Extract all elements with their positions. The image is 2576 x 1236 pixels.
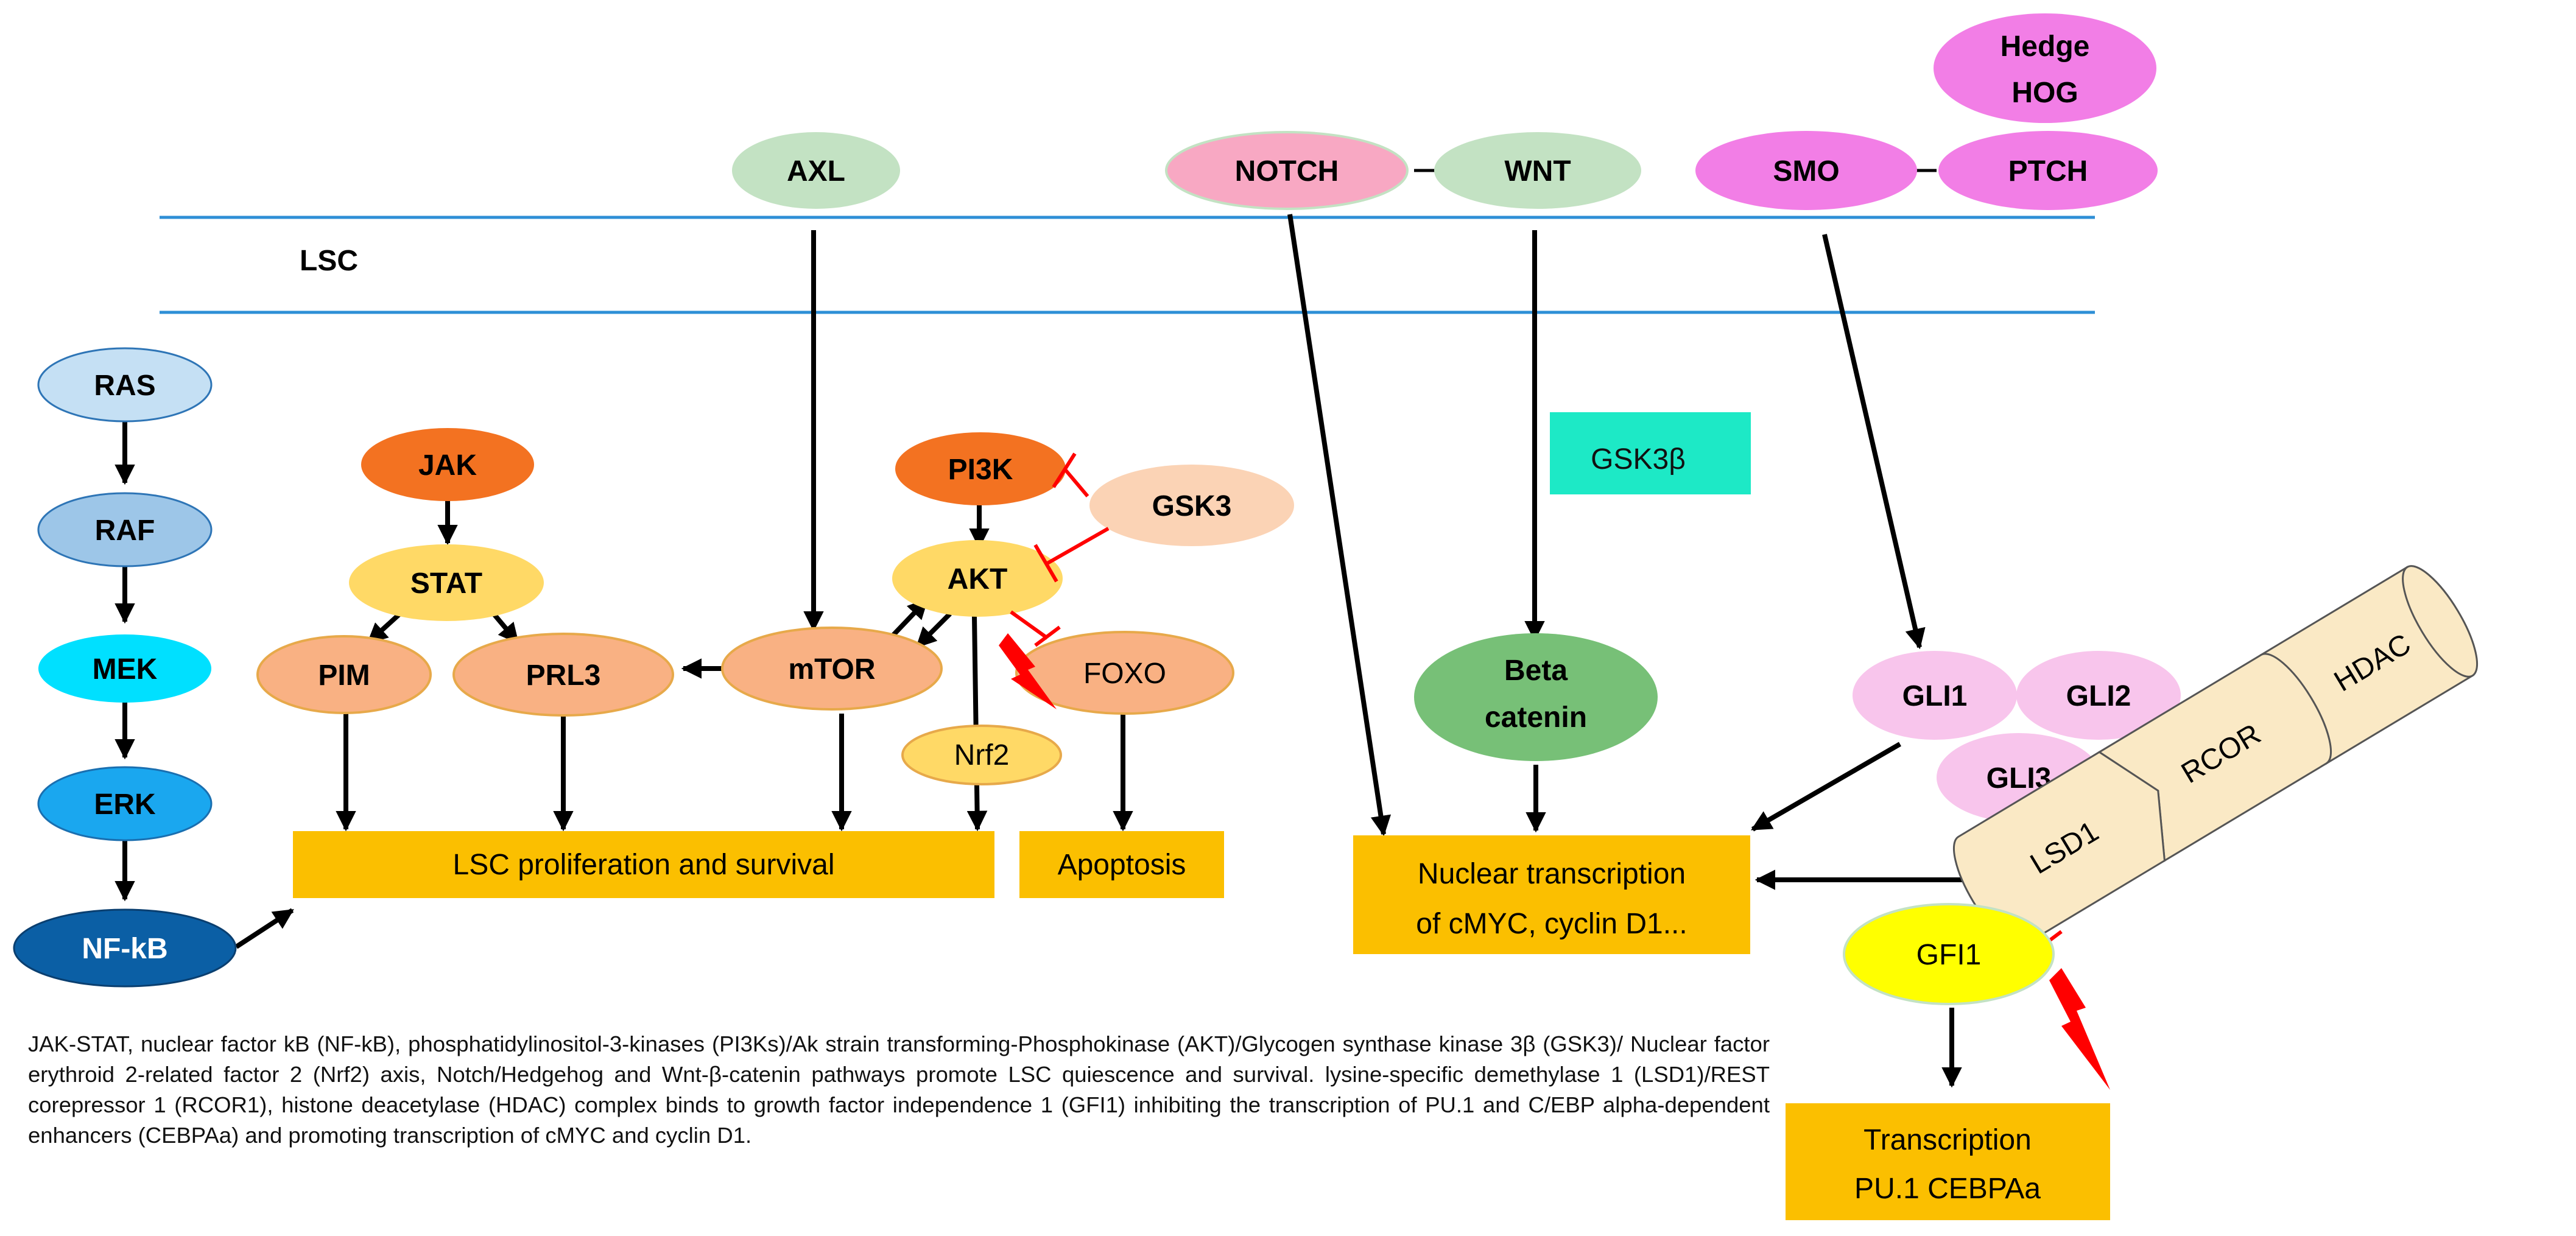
svg-text:RAF: RAF: [95, 514, 155, 547]
arrow-akt-lsc-box: [966, 616, 988, 832]
svg-text:mTOR: mTOR: [788, 653, 875, 686]
inhibit-gsk3-akt: [1046, 527, 1110, 565]
lightning-bolt-icon: [2049, 968, 2110, 1090]
svg-text:STAT: STAT: [410, 567, 482, 600]
svg-text:Apoptosis: Apoptosis: [1058, 849, 1186, 881]
gfi1-node: GFI1: [1843, 903, 2055, 1005]
mek-node: MEK: [38, 634, 211, 703]
lsc-proliferation-box: LSC proliferation and survival: [293, 831, 994, 898]
inhibit-pi3k-gsk3-bar: [1052, 452, 1077, 488]
hedgehog-node: Hedge HOG: [1934, 13, 2156, 123]
svg-text:FOXO: FOXO: [1083, 658, 1166, 690]
lsc-region-label: LSC: [300, 245, 358, 277]
arrow-akt-mtor: [915, 612, 952, 648]
raf-node: RAF: [37, 492, 213, 567]
figure-caption: JAK-STAT, nuclear factor kB (NF-kB), pho…: [28, 1031, 1770, 1148]
gsk3-node: GSK3: [1089, 465, 1294, 546]
nfkb-node: NF-kB: [13, 908, 237, 988]
svg-text:RAS: RAS: [94, 370, 155, 402]
jak-node: JAK: [361, 428, 534, 501]
svg-text:Nuclear transcription: Nuclear transcription: [1418, 858, 1686, 890]
cell-membrane: [160, 216, 2095, 314]
svg-text:SMO: SMO: [1773, 155, 1839, 188]
svg-text:AKT: AKT: [948, 563, 1008, 595]
nrf2-node: Nrf2: [901, 725, 1062, 785]
stat-node: STAT: [349, 544, 544, 621]
svg-text:GLI2: GLI2: [2066, 680, 2131, 712]
svg-text:PTCH: PTCH: [2008, 155, 2088, 188]
arrow-gli-nuclear: [1751, 742, 1902, 832]
svg-text:Nrf2: Nrf2: [954, 739, 1010, 771]
axl-node: AXL: [732, 132, 900, 209]
nuclear-transcription-box: Nuclear transcription of cMYC, cyclin D1…: [1353, 835, 1750, 954]
arrow-smo-gli1: [1822, 234, 1926, 650]
arrow-nfkb-lsc-box: [234, 908, 294, 949]
foxo-node: FOXO: [1015, 631, 1234, 715]
svg-text:MEK: MEK: [93, 653, 158, 686]
svg-text:of cMYC, cyclin D1...: of cMYC, cyclin D1...: [1416, 908, 1687, 940]
svg-text:PRL3: PRL3: [526, 659, 601, 692]
svg-text:NOTCH: NOTCH: [1235, 155, 1339, 188]
svg-text:GLI1: GLI1: [1902, 680, 1968, 712]
svg-text:GFI1: GFI1: [1916, 939, 1982, 971]
inhibit-akt-foxo: [1010, 610, 1049, 640]
svg-text:PIM: PIM: [318, 659, 370, 692]
mtor-node: mTOR: [721, 627, 943, 711]
svg-text:Hedge: Hedge: [2001, 30, 2090, 63]
inhibit-pi3k-gsk3: [1063, 468, 1089, 497]
svg-text:ERK: ERK: [94, 788, 156, 821]
svg-text:AXL: AXL: [787, 155, 845, 188]
svg-text:Beta: Beta: [1504, 655, 1568, 687]
erk-node: ERK: [37, 766, 213, 841]
smo-node: SMO: [1695, 131, 1917, 210]
svg-text:catenin: catenin: [1485, 701, 1587, 734]
svg-text:Transcription: Transcription: [1863, 1124, 2032, 1156]
lightning-bolt-icon: [999, 633, 1057, 709]
svg-text:PI3K: PI3K: [948, 454, 1013, 486]
svg-text:PU.1 CEBPAa: PU.1 CEBPAa: [1854, 1173, 2041, 1205]
inhibit-akt-foxo-bar: [1034, 625, 1061, 647]
svg-text:GSK3β: GSK3β: [1591, 443, 1686, 476]
svg-text:WNT: WNT: [1504, 155, 1571, 188]
rcor-segment: RCOR: [2097, 653, 2332, 863]
arrow-notch-nuclear: [1287, 214, 1392, 837]
gli1-node: GLI1: [1853, 651, 2017, 740]
svg-text:NF-kB: NF-kB: [82, 933, 167, 965]
ras-node: RAS: [37, 347, 213, 423]
beta-catenin-node: Beta catenin: [1414, 633, 1658, 761]
wnt-node: WNT: [1434, 132, 1641, 209]
svg-text:JAK: JAK: [418, 449, 477, 482]
pim-node: PIM: [256, 635, 432, 714]
ptch-node: PTCH: [1938, 131, 2158, 210]
apoptosis-box: Apoptosis: [1019, 831, 1224, 898]
transcription-box: Transcription PU.1 CEBPAa: [1786, 1103, 2110, 1220]
prl3-node: PRL3: [452, 633, 674, 717]
pi3k-node: PI3K: [895, 432, 1066, 505]
gli2-node: GLI2: [2016, 651, 2181, 740]
notch-node: NOTCH: [1165, 131, 1409, 210]
gsk3b-box: GSK3β: [1550, 412, 1751, 494]
svg-text:HOG: HOG: [2011, 77, 2078, 109]
akt-node: AKT: [892, 540, 1063, 617]
svg-text:LSC proliferation and survival: LSC proliferation and survival: [453, 849, 835, 881]
pathway-arrows: [114, 214, 2025, 1088]
svg-text:GSK3: GSK3: [1152, 490, 1232, 522]
inhibit-gsk3-akt-bar: [1033, 544, 1058, 583]
